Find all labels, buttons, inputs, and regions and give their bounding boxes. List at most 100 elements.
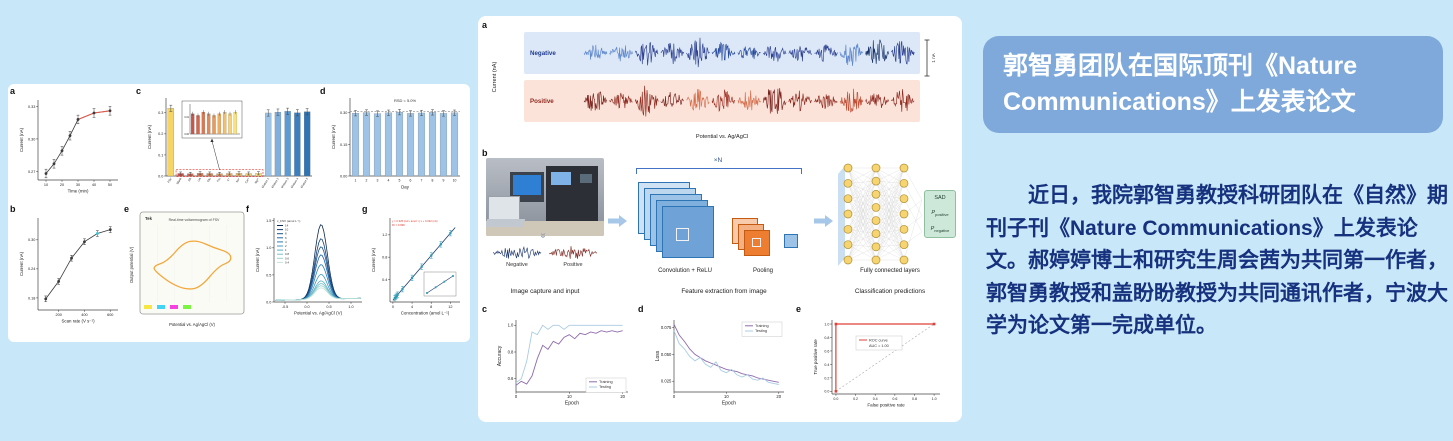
svg-text:1.0: 1.0 — [932, 397, 937, 401]
svg-text:0.8: 0.8 — [912, 397, 917, 401]
svg-text:Fru: Fru — [216, 177, 222, 183]
svg-text:8: 8 — [430, 305, 432, 309]
svg-text:400: 400 — [81, 313, 87, 317]
arrow-right-icon — [814, 215, 833, 227]
svg-text:0.2: 0.2 — [853, 397, 858, 401]
svg-text:0.5: 0.5 — [326, 305, 331, 309]
negative-signal-thumb — [492, 244, 542, 262]
workflow-section: » Negative Positive Image capture and in… — [484, 156, 956, 304]
svg-text:0.0: 0.0 — [158, 174, 163, 178]
svg-text:K⁺: K⁺ — [226, 176, 231, 181]
svg-text:0.2: 0.2 — [824, 376, 829, 380]
laptop-screen — [488, 196, 520, 220]
arrow-right-icon — [608, 215, 627, 227]
laptop-keyboard — [486, 219, 526, 227]
svg-text:600: 600 — [107, 313, 113, 317]
svg-text:Testing: Testing — [755, 329, 767, 333]
announcement-paragraph: 近日，我院郭智勇教授科研团队在《自然》期刊子刊《Nature Communica… — [986, 184, 1448, 338]
svg-text:Current (nA): Current (nA) — [147, 124, 152, 149]
svg-text:1.0: 1.0 — [824, 322, 829, 326]
announcement-body: 近日，我院郭智勇教授科研团队在《自然》期刊子刊《Nature Communica… — [986, 180, 1448, 343]
svg-text:Negative: Negative — [530, 50, 556, 57]
svg-text:0.30: 0.30 — [28, 238, 35, 242]
svg-text:0.18: 0.18 — [28, 296, 35, 300]
svg-text:0.4: 0.4 — [824, 363, 829, 367]
svg-text:6: 6 — [285, 236, 287, 240]
svg-text:y = 0.325 (nA L amol⁻¹) x + 0.: y = 0.325 (nA L amol⁻¹) x + 0.032 (nA) — [392, 219, 438, 223]
svg-text:Current (nA): Current (nA) — [19, 127, 24, 152]
svg-text:2: 2 — [285, 244, 287, 248]
svg-text:Current (nA): Current (nA) — [331, 124, 336, 149]
panel-letter-d: d — [320, 86, 326, 96]
svg-text:0.8: 0.8 — [824, 336, 829, 340]
instrument-button — [580, 174, 592, 183]
svg-text:0.15: 0.15 — [340, 143, 347, 147]
svg-text:50: 50 — [108, 183, 112, 187]
svg-text:Accuracy: Accuracy — [497, 345, 503, 366]
svg-text:AUC = 1.00: AUC = 1.00 — [869, 344, 889, 348]
svg-text:0.2: 0.2 — [158, 132, 163, 136]
prediction-output-box: SAD Ppositive Pnegative — [924, 190, 956, 238]
svg-text:1.2: 1.2 — [382, 233, 387, 237]
svg-text:Blank: Blank — [175, 176, 182, 185]
svg-text:1: 1 — [285, 248, 287, 252]
panel-letter-d: d — [638, 304, 644, 314]
announcement-title: 郭智勇团队在国际顶刊《Nature Communications》上发表论文 — [1003, 52, 1358, 117]
svg-text:Current (nA): Current (nA) — [255, 247, 260, 272]
chip-label-negative: Negative — [506, 262, 528, 268]
svg-text:1.0: 1.0 — [266, 246, 271, 250]
announcement-title-box: 郭智勇团队在国际顶刊《Nature Communications》上发表论文 — [983, 36, 1443, 133]
svg-text:0.8: 0.8 — [285, 252, 289, 256]
output-p-positive: Ppositive — [931, 209, 949, 217]
svg-text:4: 4 — [388, 179, 390, 183]
svg-text:Testing: Testing — [599, 385, 611, 389]
panel-letter-a: a — [482, 20, 488, 30]
svg-text:0.8: 0.8 — [382, 256, 387, 260]
svg-text:Potential vs. Ag/AgCl (V): Potential vs. Ag/AgCl (V) — [294, 311, 343, 316]
svg-text:12: 12 — [448, 305, 452, 309]
panel-letter-c: c — [482, 304, 488, 314]
svg-text:Training: Training — [599, 380, 613, 384]
pool-kernel — [752, 238, 761, 247]
svg-text:0: 0 — [392, 305, 394, 309]
svg-text:Mixture 4: Mixture 4 — [290, 177, 300, 189]
svg-text:0.4: 0.4 — [382, 278, 387, 282]
svg-text:7: 7 — [421, 179, 423, 183]
xn-label: ×N — [713, 157, 723, 164]
svg-text:0.050: 0.050 — [661, 352, 672, 357]
svg-text:10: 10 — [724, 394, 729, 399]
svg-text:Mixture 5: Mixture 5 — [299, 177, 309, 189]
svg-text:0: 0 — [673, 394, 676, 399]
svg-text:Current (nA): Current (nA) — [492, 61, 498, 92]
svg-text:UA: UA — [196, 177, 202, 183]
svg-text:200: 200 — [55, 313, 61, 317]
positive-signal-thumb — [548, 244, 598, 262]
svg-text:0.00: 0.00 — [340, 174, 347, 178]
svg-text:Mg²⁺: Mg²⁺ — [254, 176, 261, 184]
svg-text:0.0: 0.0 — [833, 397, 838, 401]
electrochemical-workstation — [546, 166, 598, 221]
svg-text:9: 9 — [443, 179, 445, 183]
panel-letter-e: e — [796, 304, 802, 314]
svg-text:0.4: 0.4 — [873, 397, 878, 401]
panel-letter-c: c — [136, 86, 142, 96]
svg-text:Positive: Positive — [530, 98, 554, 105]
caption-conv: Convolution + ReLU — [658, 268, 712, 274]
svg-text:R² = 0.998: R² = 0.998 — [392, 223, 405, 227]
svg-text:Current (nA): Current (nA) — [19, 251, 24, 276]
svg-text:ROC curve: ROC curve — [869, 338, 888, 342]
svg-text:0.00: 0.00 — [184, 133, 189, 136]
svg-text:0.33: 0.33 — [28, 105, 35, 109]
svg-text:0.30: 0.30 — [340, 111, 347, 115]
svg-text:10: 10 — [453, 179, 457, 183]
svg-text:0.30: 0.30 — [28, 137, 35, 141]
svg-text:Potential vs. Ag/AgCl (V): Potential vs. Ag/AgCl (V) — [169, 322, 215, 327]
conv-kernel — [676, 228, 689, 241]
